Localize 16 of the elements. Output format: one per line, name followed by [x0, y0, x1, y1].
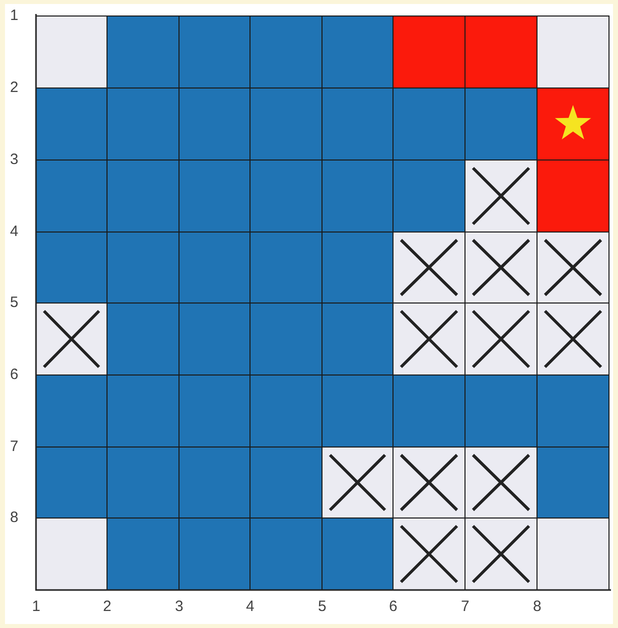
axis-tick-label: 1 [10, 8, 18, 24]
axis-tick-label: 7 [461, 599, 470, 615]
axis-tick-label: 7 [10, 439, 18, 455]
axis-tick-label: 3 [10, 152, 18, 168]
axis-tick-label: 1 [32, 599, 40, 615]
axis-tick-label: 2 [103, 599, 112, 615]
axis-tick-label: 5 [10, 295, 18, 311]
axis-tick-label: 6 [389, 599, 398, 615]
axis-tick-label: 3 [175, 599, 184, 615]
axis-tick-label: 5 [318, 599, 326, 615]
axis-tick-label: 4 [246, 599, 254, 615]
axis-tick-label: 8 [10, 510, 18, 526]
axis-tick-label: 2 [10, 80, 18, 96]
axis-tick-label: 4 [10, 224, 18, 240]
axis-tick-label: 8 [533, 599, 542, 615]
axis-tick-label: 6 [10, 367, 18, 383]
